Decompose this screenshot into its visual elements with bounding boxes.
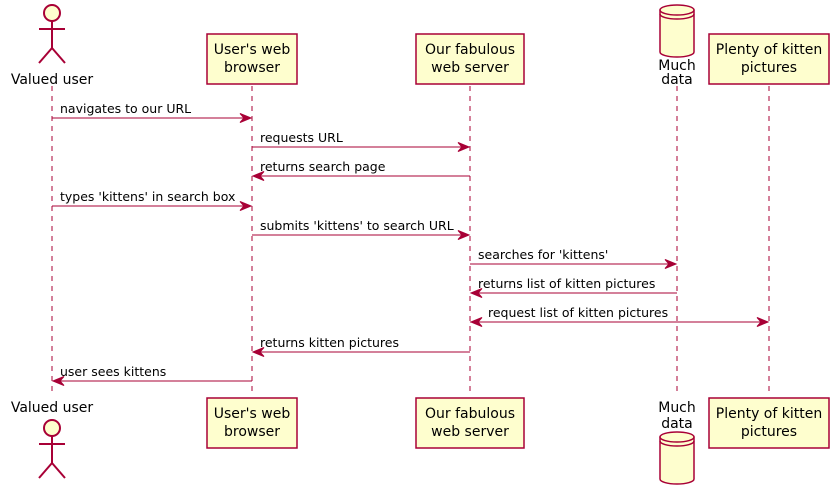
message-label: types 'kittens' in search box: [60, 189, 235, 204]
message-arrow: [469, 288, 677, 298]
message-label: user sees kittens: [60, 364, 166, 379]
participant-label-user-top: Valued user: [11, 72, 94, 88]
participant-box-browser-top: [206, 33, 298, 85]
participant-label2-browser-bottom: browser: [224, 424, 280, 440]
database-icon-top: [659, 4, 695, 58]
participant-label2-server-bottom: web server: [431, 424, 509, 440]
participant-box-kittens-top: [708, 33, 830, 85]
message-arrow: [252, 230, 471, 240]
participant-box-kittens-bottom: [708, 397, 830, 449]
message-label: searches for 'kittens': [478, 247, 608, 262]
participant-box-browser-bottom: [206, 397, 298, 449]
participant-label2-data-bottom: data: [661, 416, 693, 432]
participant-label2-kittens-top: pictures: [741, 60, 797, 76]
message-arrow: [251, 171, 470, 181]
participant-label-data-top: Much: [658, 58, 696, 74]
message-label: request list of kitten pictures: [488, 305, 668, 320]
message-arrow: [52, 201, 253, 211]
participant-label2-server-top: web server: [431, 60, 509, 76]
message-arrow: [251, 347, 470, 357]
participant-label-browser-top: User's web: [214, 42, 291, 58]
message-arrow: [469, 317, 770, 327]
participant-label-kittens-bottom: Plenty of kitten: [716, 406, 822, 422]
participant-label-kittens-top: Plenty of kitten: [716, 42, 822, 58]
message-label: returns kitten pictures: [260, 335, 399, 350]
participant-label-browser-bottom: User's web: [214, 406, 291, 422]
actor-figure-bottom: [38, 419, 66, 479]
participant-box-server-bottom: [415, 397, 525, 449]
message-arrow: [51, 376, 252, 386]
participant-label2-data-top: data: [661, 72, 693, 88]
message-arrow: [470, 259, 678, 269]
message-label: requests URL: [260, 130, 343, 145]
actor-figure-top: [38, 4, 66, 64]
participant-label2-kittens-bottom: pictures: [741, 424, 797, 440]
message-label: returns list of kitten pictures: [478, 276, 655, 291]
participant-label-user-bottom: Valued user: [11, 400, 94, 416]
participant-label-data-bottom: Much: [658, 400, 696, 416]
message-label: returns search page: [260, 159, 386, 174]
participant-label-server-bottom: Our fabulous: [425, 406, 515, 422]
message-arrow: [52, 113, 253, 123]
database-icon-bottom: [659, 431, 695, 485]
message-arrow: [252, 142, 471, 152]
message-label: submits 'kittens' to search URL: [260, 218, 454, 233]
participant-label-server-top: Our fabulous: [425, 42, 515, 58]
participant-box-server-top: [415, 33, 525, 85]
participant-label2-browser-top: browser: [224, 60, 280, 76]
message-label: navigates to our URL: [60, 101, 191, 116]
